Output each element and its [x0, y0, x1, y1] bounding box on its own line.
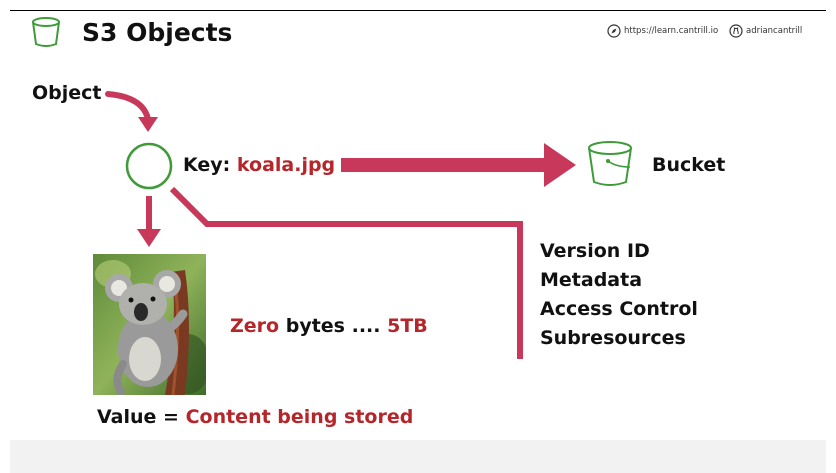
github-icon	[729, 24, 743, 38]
property-subresources: Subresources	[540, 327, 686, 349]
diagram-connectors	[105, 91, 576, 359]
value-label: Value =	[97, 406, 179, 428]
key-label-group: Key: koala.jpg	[183, 154, 335, 176]
size-max: 5TB	[387, 315, 428, 337]
property-metadata: Metadata	[540, 269, 643, 291]
bucket-label: Bucket	[652, 154, 726, 176]
object-arrow	[105, 91, 151, 122]
size-range: Zero bytes .... 5TB	[230, 315, 428, 337]
handle-link[interactable]: adriancantrill	[746, 26, 803, 36]
koala-image	[93, 254, 206, 395]
object-circle	[125, 142, 173, 190]
value-arrow-shaft	[146, 196, 152, 229]
value-arrow-head	[137, 229, 161, 247]
key-label: Key:	[183, 154, 231, 176]
compass-icon	[607, 24, 621, 38]
slide: S3 Objects https://learn.cantrill.io adr…	[10, 10, 826, 441]
s3-bucket-icon	[32, 17, 60, 47]
object-label: Object	[32, 82, 102, 104]
size-min: Zero	[230, 315, 280, 337]
properties-line	[169, 186, 523, 359]
property-version-id: Version ID	[540, 240, 650, 262]
key-to-bucket-arrow-shaft	[341, 158, 544, 172]
site-link[interactable]: https://learn.cantrill.io	[624, 26, 719, 36]
key-value: koala.jpg	[236, 154, 336, 176]
key-to-bucket-arrowhead	[544, 143, 576, 187]
value-desc: Content being stored	[185, 406, 414, 428]
object-properties-list: Version ID Metadata Access Control Subre…	[540, 237, 698, 353]
bucket-icon	[588, 141, 632, 186]
size-mid: bytes ....	[285, 315, 381, 337]
page-title: S3 Objects	[82, 18, 233, 47]
footer-band	[10, 440, 826, 473]
object-arrowhead	[138, 117, 158, 132]
property-access-control: Access Control	[540, 298, 698, 320]
value-caption: Value = Content being stored	[97, 406, 413, 428]
